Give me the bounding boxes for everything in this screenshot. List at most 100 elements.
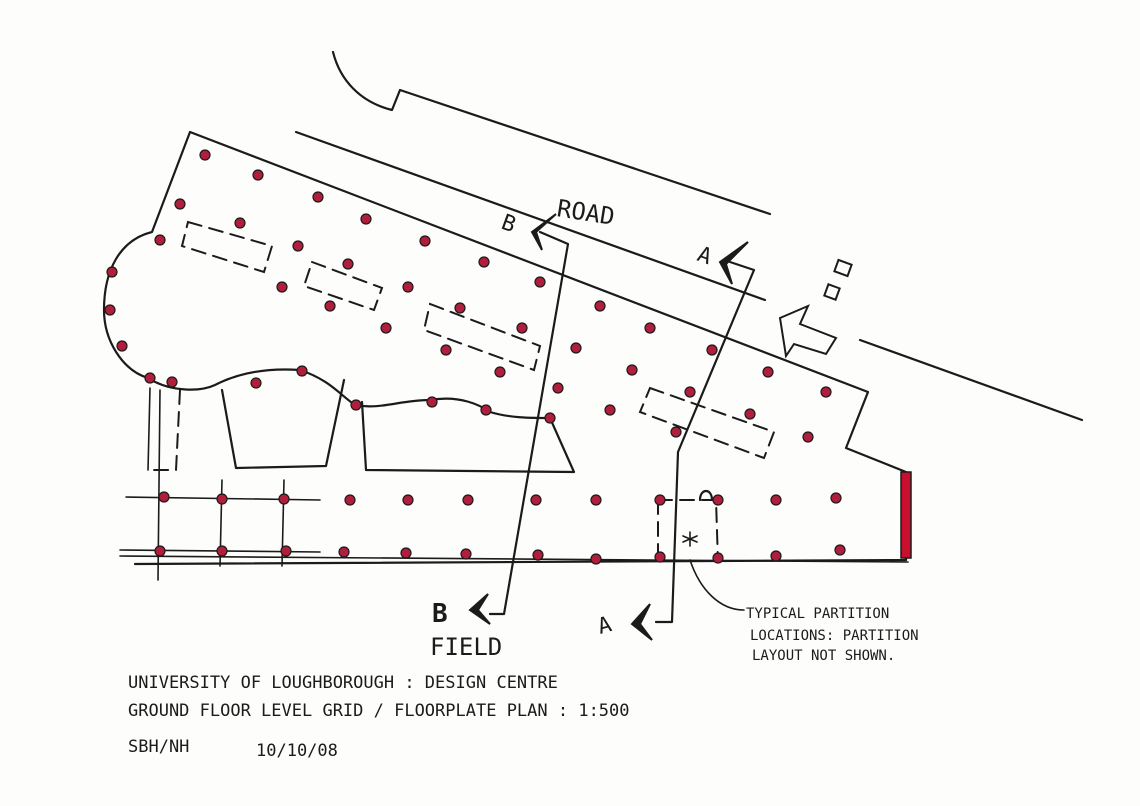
column-dot xyxy=(338,546,350,558)
column-dot xyxy=(296,365,308,377)
column-dot xyxy=(544,412,556,424)
column-dot xyxy=(670,426,682,438)
column-dot xyxy=(154,234,166,246)
column-dot xyxy=(480,404,492,416)
column-dot xyxy=(360,213,372,225)
column-dot xyxy=(460,548,472,560)
column-dot xyxy=(532,549,544,561)
column-dot xyxy=(250,377,262,389)
column-dot xyxy=(104,304,116,316)
column-dot xyxy=(590,553,602,565)
column-dot xyxy=(174,198,186,210)
title-line-3: SBH/NH xyxy=(128,737,189,757)
column-dot xyxy=(820,386,832,398)
column-dot xyxy=(594,300,606,312)
column-dot xyxy=(280,545,292,557)
column-dot xyxy=(830,492,842,504)
column-dot xyxy=(402,281,414,293)
title-line-2: GROUND FLOOR LEVEL GRID / FLOORPLATE PLA… xyxy=(128,701,630,721)
column-dot xyxy=(744,408,756,420)
column-dot xyxy=(144,372,156,384)
column-dot xyxy=(626,364,638,376)
column-dot xyxy=(426,396,438,408)
column-dot xyxy=(604,404,616,416)
column-dot xyxy=(706,344,718,356)
section-a-bottom-label: A xyxy=(595,612,614,640)
column-dot xyxy=(116,340,128,352)
column-dot xyxy=(324,300,336,312)
column-dot xyxy=(552,382,564,394)
title-block: UNIVERSITY OF LOUGHBOROUGH : DESIGN CENT… xyxy=(128,673,630,761)
column-dot xyxy=(166,376,178,388)
field-label: FIELD xyxy=(430,633,502,661)
column-dot xyxy=(494,366,506,378)
courtyard-void-left xyxy=(220,378,346,470)
column-dot xyxy=(252,169,264,181)
partition-note: TYPICAL PARTITION LOCATIONS: PARTITION L… xyxy=(746,606,919,664)
column-dot xyxy=(312,191,324,203)
column-dot xyxy=(350,399,362,411)
section-b-bottom-label: B xyxy=(432,599,448,629)
column-dot xyxy=(419,235,431,247)
column-dot xyxy=(440,344,452,356)
column-dot xyxy=(292,240,304,252)
road-edge-lower xyxy=(294,130,767,302)
partition-box xyxy=(657,499,719,563)
void-edge-dashed xyxy=(147,389,181,471)
title-date: 10/10/08 xyxy=(256,741,338,761)
column-dot xyxy=(342,258,354,270)
column-dot xyxy=(454,302,466,314)
column-dot xyxy=(400,547,412,559)
column-dot xyxy=(570,342,582,354)
section-b-top-label: B xyxy=(498,210,519,238)
road-label: ROAD xyxy=(555,194,616,231)
column-dot xyxy=(106,266,118,278)
column-dot xyxy=(530,494,542,506)
column-dot xyxy=(462,494,474,506)
column-dot xyxy=(654,494,666,506)
road-edge-upper xyxy=(331,50,772,216)
partition-note-line-1: TYPICAL PARTITION xyxy=(746,606,889,622)
column-dot xyxy=(158,491,170,503)
column-dot xyxy=(834,544,846,556)
column-dot xyxy=(762,366,774,378)
road-edge-right xyxy=(858,338,1084,422)
column-dot xyxy=(644,322,656,334)
column-dot xyxy=(684,386,696,398)
column-dot xyxy=(276,281,288,293)
structural-columns xyxy=(104,149,846,565)
door-swing xyxy=(698,489,714,502)
column-dot xyxy=(216,493,228,505)
partition-note-line-2: LOCATIONS: PARTITION xyxy=(750,628,919,644)
column-dot xyxy=(478,256,490,268)
column-dot xyxy=(516,322,528,334)
column-dot xyxy=(402,494,414,506)
column-dot xyxy=(344,494,356,506)
courtyard-void-right xyxy=(360,400,576,474)
section-a-top-label: A xyxy=(694,242,715,270)
column-dot xyxy=(234,217,246,229)
column-dot xyxy=(380,322,392,334)
column-dot xyxy=(590,494,602,506)
title-line-1: UNIVERSITY OF LOUGHBOROUGH : DESIGN CENT… xyxy=(128,673,558,693)
section-arrow-icon xyxy=(468,213,749,641)
dashed-room-outlines xyxy=(180,220,776,460)
column-dot xyxy=(278,493,290,505)
column-dot xyxy=(802,431,814,443)
partition-note-line-3: LAYOUT NOT SHOWN. xyxy=(752,648,895,664)
north-arrow-icon xyxy=(778,258,853,359)
column-dot xyxy=(654,551,666,563)
annotation-leader xyxy=(689,559,745,611)
column-dot xyxy=(712,494,724,506)
column-dot xyxy=(199,149,211,161)
partition-marker-star xyxy=(682,531,698,547)
section-line-b xyxy=(488,230,570,616)
column-dot xyxy=(534,276,546,288)
column-dot xyxy=(770,550,782,562)
column-dot xyxy=(770,494,782,506)
column-dot xyxy=(216,545,228,557)
column-dot xyxy=(712,552,724,564)
red-wall-element xyxy=(900,471,912,559)
